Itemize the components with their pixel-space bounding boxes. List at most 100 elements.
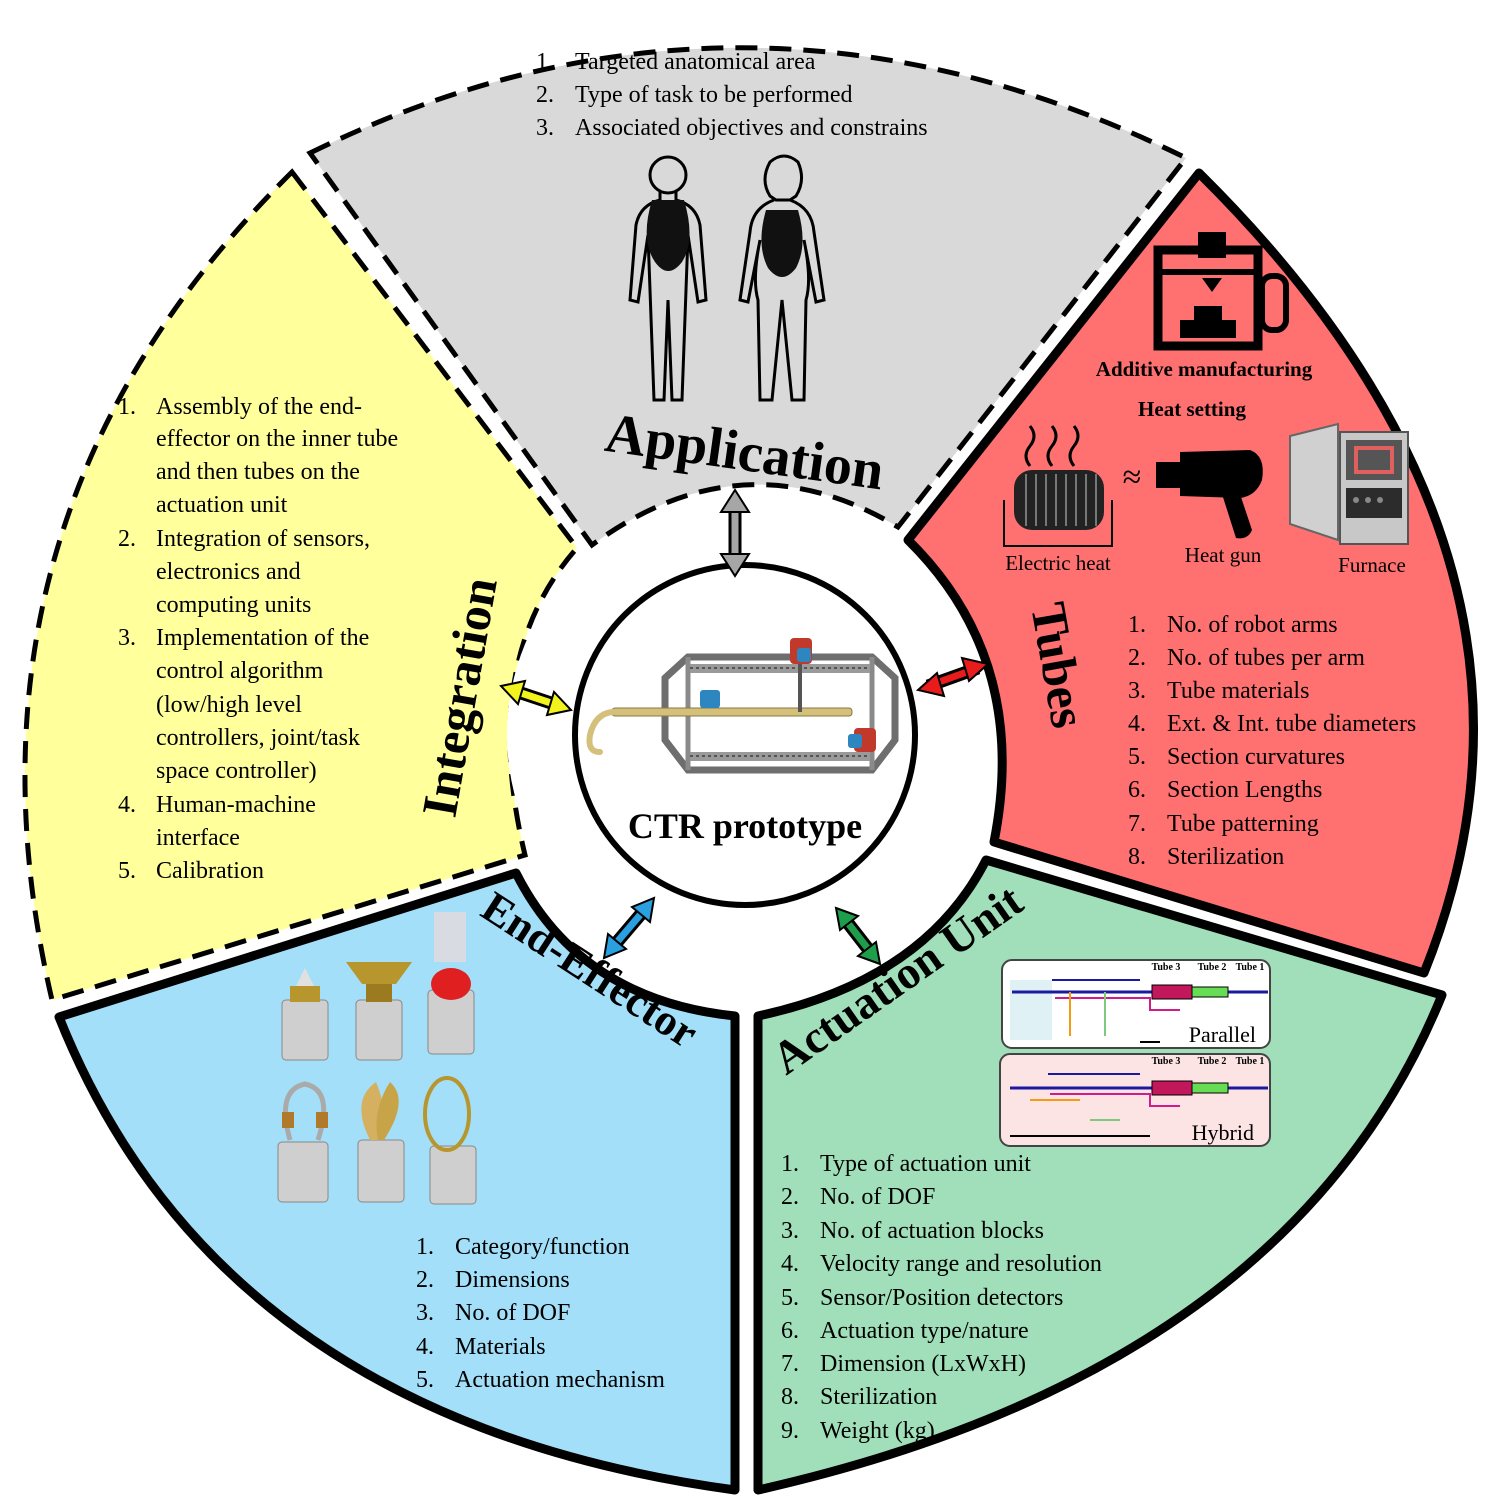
svg-text:1.: 1. [536, 49, 554, 75]
heat-gun-label: Heat gun [1185, 543, 1262, 567]
list-item: Sterilization [1167, 844, 1284, 870]
svg-text:8.: 8. [781, 1384, 799, 1410]
svg-text:5.: 5. [416, 1367, 434, 1393]
list-item: Tube materials [1167, 678, 1309, 704]
tube3-label: Tube 3 [1152, 962, 1181, 973]
svg-text:5.: 5. [118, 858, 136, 884]
integration-sector [22, 168, 581, 1004]
list-item: No. of actuation blocks [820, 1218, 1044, 1244]
list-item-line: effector on the inner tube [156, 426, 398, 452]
svg-text:7.: 7. [781, 1351, 799, 1377]
svg-text:1.: 1. [118, 394, 136, 420]
svg-text:3.: 3. [1128, 678, 1146, 704]
list-item-line: computing units [156, 592, 311, 618]
svg-text:2.: 2. [1128, 645, 1146, 671]
furnace-icon [1289, 422, 1409, 545]
tubes-list: 1. No. of robot arms 2. No. of tubes per a… [1128, 612, 1416, 870]
svg-text:4.: 4. [416, 1334, 434, 1360]
list-item: Weight (kg) [820, 1418, 935, 1444]
list-item: No. of robot arms [1167, 612, 1338, 638]
list-item: Type of task to be performed [575, 82, 853, 108]
list-item: Associated objectives and constrains [575, 115, 928, 141]
svg-text:1.: 1. [1128, 612, 1146, 638]
svg-text:1.: 1. [781, 1151, 799, 1177]
svg-text:3.: 3. [118, 625, 136, 651]
svg-text:1.: 1. [416, 1234, 434, 1260]
list-item-line: control algorithm [156, 658, 324, 684]
list-item: No. of DOF [455, 1300, 570, 1326]
list-item: Category/function [455, 1234, 630, 1260]
arrow-end-effector [602, 896, 656, 960]
end-effector-list: 1.Category/function 2.Dimensions 3.No. o… [416, 1234, 665, 1393]
list-item-line: Assembly of the end- [156, 394, 362, 420]
actuation-list: 1. Type of actuation unit 2. No. of DOF 3.… [781, 1151, 1102, 1444]
end-effector-tools-icon [277, 912, 477, 1205]
list-item: Targeted anatomical area [575, 49, 816, 75]
svg-text:2.: 2. [118, 526, 136, 552]
tube1-label-hybrid: Tube 1 [1236, 1056, 1265, 1067]
human-body-female-icon [738, 154, 826, 402]
list-item: Section Lengths [1167, 777, 1322, 803]
hybrid-label: Hybrid [1192, 1120, 1254, 1145]
list-item: Velocity range and resolution [820, 1251, 1102, 1277]
tube1-label: Tube 1 [1236, 962, 1265, 973]
svg-text:6.: 6. [781, 1318, 799, 1344]
parallel-label: Parallel [1189, 1022, 1256, 1047]
tube2-label: Tube 2 [1198, 962, 1227, 973]
heat-setting-label: Heat setting [1138, 397, 1246, 421]
list-item: Sensor/Position detectors [820, 1285, 1063, 1311]
human-body-male-icon [628, 155, 708, 402]
tube2-label-hybrid: Tube 2 [1198, 1056, 1227, 1067]
3d-printer-icon [1153, 232, 1289, 351]
list-item-line: (low/high level [156, 692, 302, 718]
list-item: Tube patterning [1167, 811, 1319, 837]
list-item-line: and then tubes on the [156, 459, 360, 485]
list-item: Dimensions [455, 1267, 570, 1293]
integration-list: 1. Assembly of the end- effector on the … [118, 394, 398, 884]
electric-heater-icon [1003, 425, 1113, 547]
list-item-line: Integration of sensors, [156, 526, 370, 552]
list-item: Actuation type/nature [820, 1318, 1029, 1344]
list-item-line: Human-machine [156, 792, 316, 818]
tube3-label-hybrid: Tube 3 [1152, 1056, 1181, 1067]
heat-gun-icon [1156, 450, 1263, 539]
list-item-line: controllers, joint/task [156, 725, 360, 751]
list-item: No. of DOF [820, 1184, 935, 1210]
svg-text:2.: 2. [416, 1267, 434, 1293]
svg-text:6.: 6. [1128, 777, 1146, 803]
svg-text:4.: 4. [1128, 711, 1146, 737]
svg-text:4.: 4. [118, 792, 136, 818]
list-item: Ext. & Int. tube diameters [1167, 711, 1416, 737]
list-item: No. of tubes per arm [1167, 645, 1365, 671]
list-item-line: electronics and [156, 559, 301, 585]
svg-text:3.: 3. [781, 1218, 799, 1244]
arrow-tubes [915, 656, 991, 698]
arrow-actuation [834, 906, 882, 966]
list-item: Actuation mechanism [455, 1367, 665, 1393]
list-item: Sterilization [820, 1384, 937, 1410]
list-item-line: Calibration [156, 858, 264, 884]
application-list: 1. Targeted anatomical area 2. Type of tas… [536, 49, 928, 141]
block-diagram-icon: Tube 3 Tube 2 Tube 1 Parallel Tube 3 Tub… [999, 959, 1271, 1147]
list-item-line: actuation unit [156, 492, 288, 518]
additive-manufacturing-label: Additive manufacturing [1096, 357, 1313, 381]
list-item: Section curvatures [1167, 744, 1345, 770]
svg-text:8.: 8. [1128, 844, 1146, 870]
list-item: Type of actuation unit [820, 1151, 1031, 1177]
svg-text:5.: 5. [781, 1285, 799, 1311]
center-circle [572, 562, 918, 908]
svg-text:9.: 9. [781, 1418, 799, 1444]
tubes-sector [903, 168, 1478, 978]
furnace-label: Furnace [1338, 553, 1406, 577]
electric-heat-label: Electric heat [1005, 551, 1111, 575]
svg-text:5.: 5. [1128, 744, 1146, 770]
arrow-application [719, 488, 751, 578]
list-item-line: Implementation of the [156, 625, 369, 651]
list-item: Dimension (LxWxH) [820, 1351, 1026, 1377]
svg-text:4.: 4. [781, 1251, 799, 1277]
ctr-robot-icon [586, 638, 899, 774]
center-label: CTR prototype [628, 806, 862, 846]
svg-text:2.: 2. [781, 1184, 799, 1210]
svg-text:2.: 2. [536, 82, 554, 108]
